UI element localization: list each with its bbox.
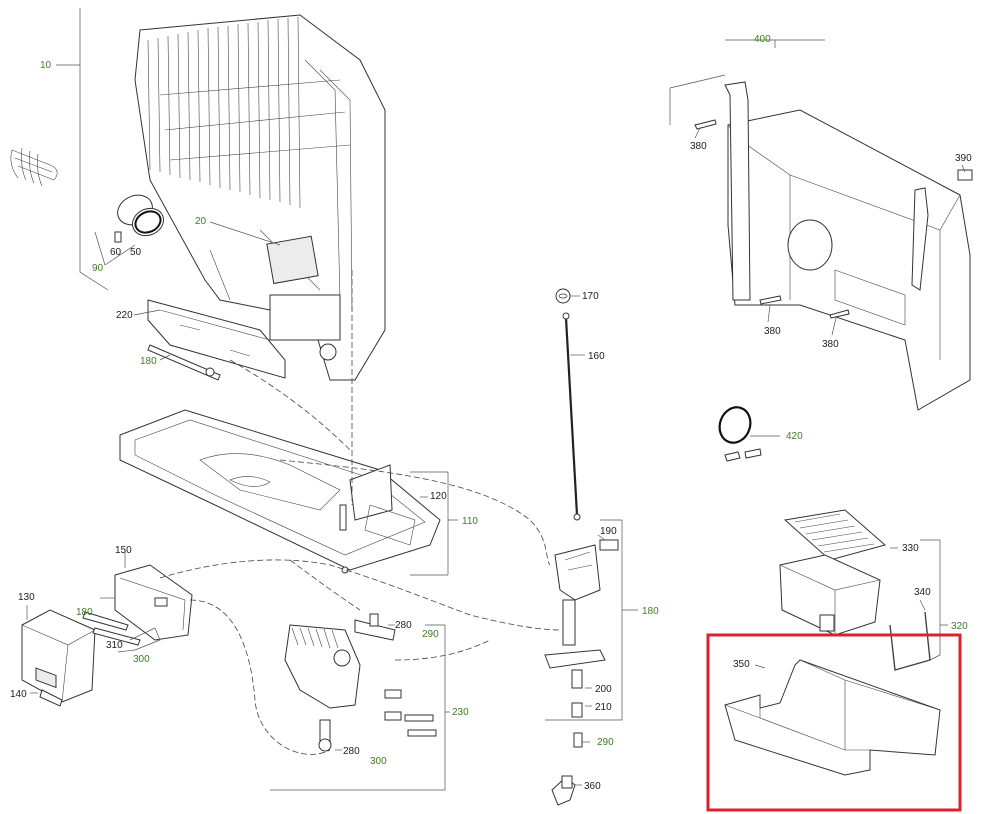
top-grille[interactable] <box>783 509 887 561</box>
label-200[interactable]: 200 <box>595 684 612 695</box>
label-140[interactable]: 140 <box>10 689 27 700</box>
condensate-tray[interactable] <box>779 554 881 636</box>
label-280-bottom[interactable]: 280 <box>343 746 360 757</box>
label-20[interactable]: 20 <box>195 216 207 227</box>
label-340[interactable]: 340 <box>914 587 931 598</box>
label-310[interactable]: 310 <box>106 640 123 651</box>
seal-rings[interactable] <box>113 190 168 243</box>
label-180-mid[interactable]: 180 <box>76 607 93 618</box>
label-230[interactable]: 230 <box>452 707 469 718</box>
label-160[interactable]: 160 <box>588 351 605 362</box>
drip-tray-350[interactable] <box>724 659 941 776</box>
label-50[interactable]: 50 <box>130 247 142 258</box>
pcb-holder[interactable] <box>114 564 193 641</box>
label-350[interactable]: 350 <box>733 659 750 670</box>
label-290-mid[interactable]: 290 <box>422 629 439 640</box>
label-150[interactable]: 150 <box>115 545 132 556</box>
burner-spring[interactable] <box>10 147 58 187</box>
label-170[interactable]: 170 <box>582 291 599 302</box>
control-unit[interactable] <box>21 609 96 703</box>
heat-exchanger[interactable] <box>134 14 386 381</box>
label-90[interactable]: 90 <box>92 263 104 274</box>
screws-380[interactable] <box>694 119 973 319</box>
label-280-top[interactable]: 280 <box>395 620 412 631</box>
label-420[interactable]: 420 <box>786 431 803 442</box>
label-300-left[interactable]: 300 <box>133 654 150 665</box>
small-sensor[interactable] <box>39 689 63 707</box>
highlight-box <box>706 633 962 812</box>
wire-bracket[interactable] <box>889 611 931 671</box>
label-130[interactable]: 130 <box>18 592 35 603</box>
outer-cover[interactable] <box>724 81 971 411</box>
label-380-top[interactable]: 380 <box>690 141 707 152</box>
label-180-left[interactable]: 180 <box>140 356 157 367</box>
label-390[interactable]: 390 <box>955 153 972 164</box>
label-320[interactable]: 320 <box>951 621 968 632</box>
label-190[interactable]: 190 <box>600 526 617 537</box>
label-110[interactable]: 110 <box>462 516 478 527</box>
label-120[interactable]: 120 <box>430 491 447 502</box>
label-380-right[interactable]: 380 <box>822 339 839 350</box>
seal-ring-420[interactable] <box>715 403 762 462</box>
label-60[interactable]: 60 <box>110 247 122 258</box>
label-400[interactable]: 400 <box>754 34 771 45</box>
label-220[interactable]: 220 <box>116 310 133 321</box>
gas-valve-assembly[interactable] <box>544 288 619 806</box>
electrode-group[interactable] <box>82 611 141 646</box>
label-330[interactable]: 330 <box>902 543 919 554</box>
part-labels: 10 20 60 50 90 220 180 170 160 120 110 1… <box>10 34 972 792</box>
burner-bar[interactable] <box>147 299 286 381</box>
label-180-right[interactable]: 180 <box>642 606 659 617</box>
dashed-connection-lines <box>159 270 561 755</box>
label-210[interactable]: 210 <box>595 702 612 713</box>
main-burner[interactable] <box>284 613 437 752</box>
label-290-right[interactable]: 290 <box>597 737 614 748</box>
leader-lines <box>26 8 966 791</box>
base-plate[interactable] <box>119 409 441 574</box>
label-380-mid[interactable]: 380 <box>764 326 781 337</box>
label-300-bottom[interactable]: 300 <box>370 756 387 767</box>
label-360[interactable]: 360 <box>584 781 601 792</box>
label-10[interactable]: 10 <box>40 60 52 71</box>
